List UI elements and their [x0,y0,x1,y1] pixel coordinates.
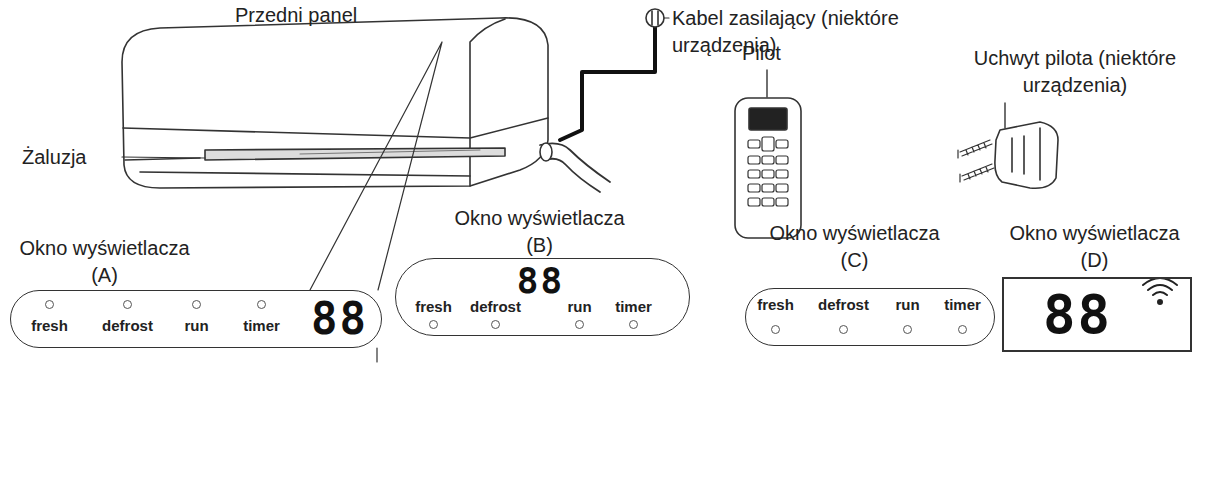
indicator-label: timer [615,298,652,315]
part-label: Kabel zasilający (niektóre urządzenia) [672,5,940,59]
remote-buttons [748,137,788,206]
indicator-led [575,320,584,329]
wifi-icon [1143,278,1177,304]
indicator-led [839,325,848,334]
display-window: Okno wyświetlacza (B)88freshdefrostrunti… [395,258,690,336]
display-title: Okno wyświetlacza (A) [14,235,196,289]
remote-screen [749,108,787,130]
power-cable [560,27,655,140]
indicator-led [903,325,912,334]
indicator-label: timer [243,317,280,334]
indicator-led [192,300,201,309]
display-title: Okno wyświetlacza (C) [764,220,946,274]
part-label: Przedni panel [235,2,435,29]
screw [958,140,994,182]
indicator-led [491,320,500,329]
remote-control [735,98,801,238]
leader-line [664,17,669,18]
indicator-led [629,320,638,329]
part-label: Żaluzja [22,144,122,171]
plug [646,9,664,27]
digit-display: 88 [517,263,564,299]
indicator-label: defrost [470,298,521,315]
part-label: Uchwyt pilota (niektóre urządzenia) [973,45,1178,99]
display-title: Okno wyświetlacza (B) [449,205,631,259]
display-window: Okno wyświetlacza (A)freshdefrostruntime… [10,290,382,348]
indicator-led [257,300,266,309]
remote-holder [995,122,1058,188]
indicator-label: defrost [102,317,153,334]
indicator-label: timer [944,296,981,313]
digit-display: 88 [311,297,368,341]
indicator-led [958,325,967,334]
leader-line [766,70,767,97]
unit-side [470,19,505,186]
display-window: Okno wyświetlacza (D)88 [1002,277,1192,352]
holder-slot [1012,128,1040,180]
louver-detail [300,150,480,154]
indicator-label: fresh [415,298,452,315]
indicator-label: fresh [31,317,68,334]
indicator-led [429,320,438,329]
leader-line [1004,103,1005,128]
pipe-end [540,143,552,161]
part-label: Pilot [742,40,822,67]
pipe [540,143,610,192]
indoor-unit-body [122,18,548,188]
display-title: Okno wyświetlacza (D) [1004,220,1186,274]
indicator-label: defrost [818,296,869,313]
indicator-led [123,300,132,309]
front-panel-edge [123,118,548,138]
digit-display: 88 [1043,288,1112,342]
indicator-led [771,325,780,334]
display-window: Okno wyświetlacza (C)freshdefrostruntime… [745,288,995,346]
plug-pins [652,11,658,25]
indicator-led [45,300,54,309]
indicator-label: run [184,317,208,334]
leader-line [122,157,205,158]
indicator-label: fresh [757,296,794,313]
indicator-label: run [567,298,591,315]
louver-slot [205,148,505,160]
indicator-label: run [895,296,919,313]
louver [125,158,470,176]
